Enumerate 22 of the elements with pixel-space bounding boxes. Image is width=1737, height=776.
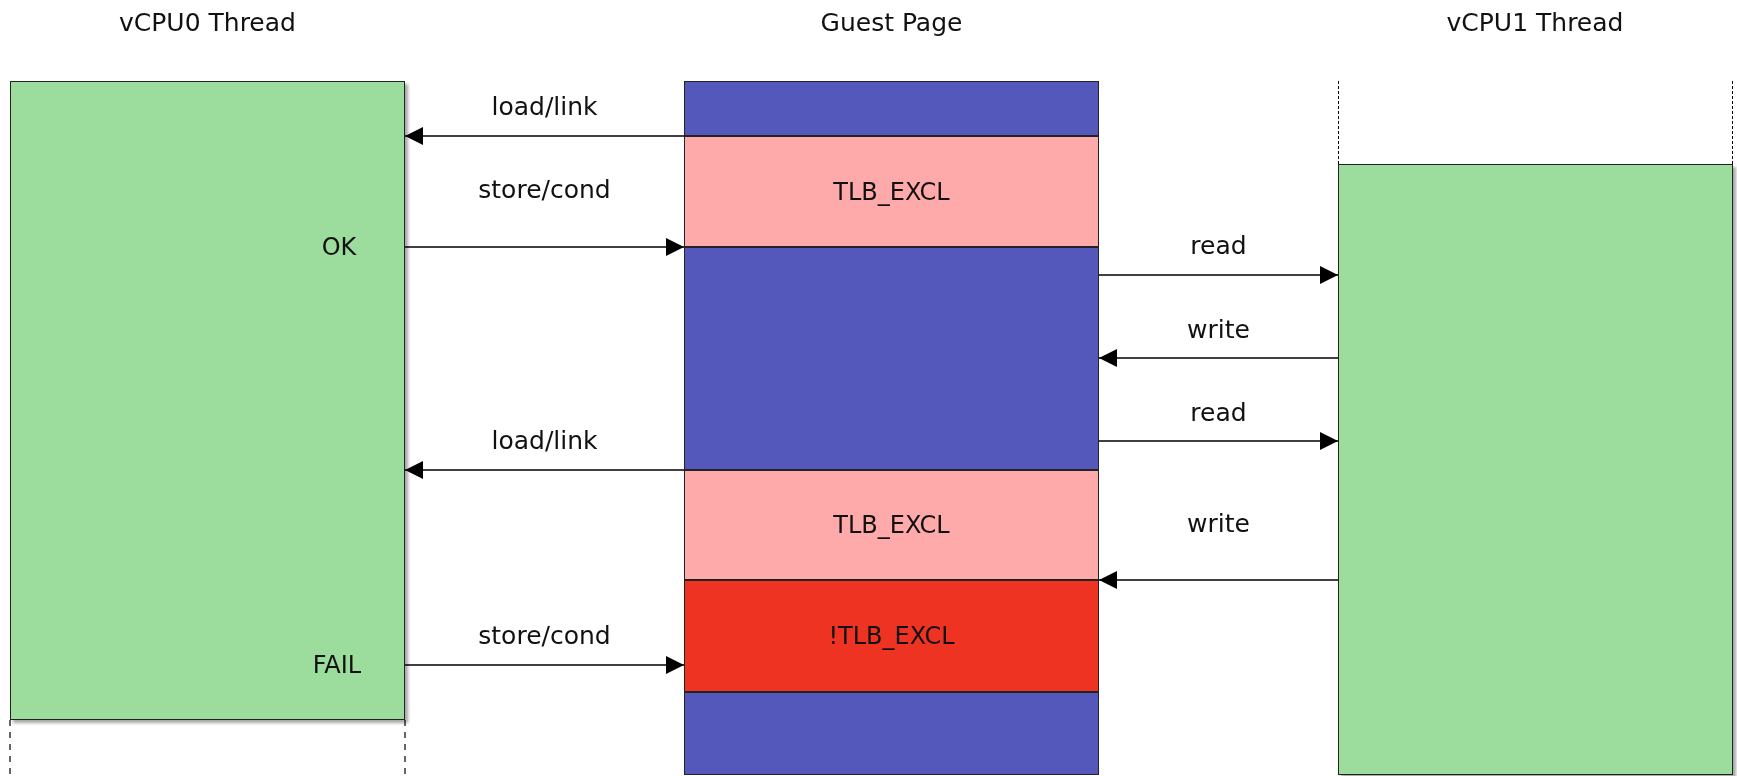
- column-heading: Guest Page: [820, 8, 963, 37]
- arrow: [1098, 266, 1339, 284]
- region-label: !TLB_EXCL: [828, 622, 955, 650]
- page-region: [684, 692, 1099, 775]
- page-region: [684, 136, 1099, 247]
- region-label: TLB_EXCL: [833, 511, 950, 539]
- arrow: [1098, 571, 1339, 589]
- arrow: [404, 127, 685, 145]
- region-label: TLB_EXCL: [833, 177, 950, 206]
- arrow: [1098, 432, 1339, 450]
- arrow: [404, 461, 685, 479]
- page-region: [684, 247, 1099, 470]
- page-region: [684, 580, 1099, 692]
- page-region: [684, 81, 1099, 136]
- page-region: [684, 470, 1099, 580]
- column-heading: vCPU1 Thread: [1446, 8, 1624, 37]
- status-text: OK: [321, 233, 357, 261]
- column-heading: vCPU0 Thread: [119, 8, 296, 37]
- arrow: [404, 656, 685, 674]
- arrow: [1098, 349, 1339, 367]
- status-text: FAIL: [312, 651, 362, 679]
- arrow: [404, 238, 685, 256]
